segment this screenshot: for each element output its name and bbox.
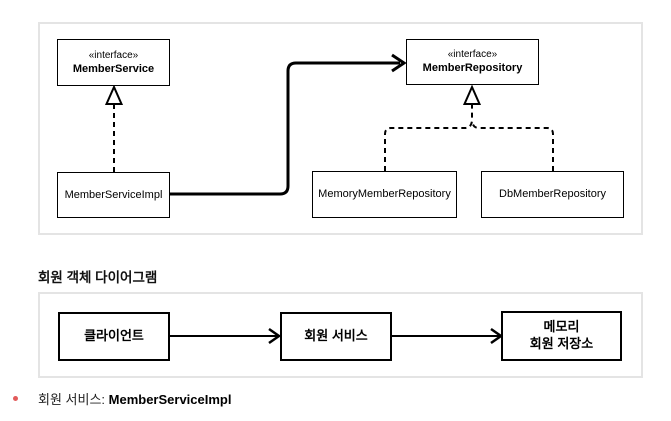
class-name: MemberServiceImpl: [64, 188, 163, 201]
class-name: MemoryMemberRepository: [318, 188, 451, 201]
bullet-text: 회원 서비스: MemberServiceImpl: [38, 389, 231, 408]
bullet-icon: [13, 396, 18, 401]
class-box-member-service-impl: MemberServiceImpl: [57, 172, 170, 218]
node-box-client: 클라이언트: [58, 312, 170, 361]
realization-arrow-memberservice: [104, 84, 124, 172]
arrow-client-to-service: [170, 327, 282, 345]
section-heading: 회원 객체 다이어그램: [38, 270, 158, 285]
class-name: MemberService: [72, 62, 155, 75]
node-label-line2: 회원 저장소: [529, 336, 594, 351]
node-label: 회원 서비스: [304, 328, 368, 344]
class-box-db-member-repository: DbMemberRepository: [481, 171, 624, 218]
realization-arrows-repositories: [384, 84, 554, 171]
arrow-service-to-store: [392, 327, 504, 345]
node-box-memory-store: 메모리 회원 저장소: [501, 311, 622, 361]
dependency-arrow-memberrepository: [170, 53, 407, 196]
stereotype-label: «interface»: [88, 49, 139, 61]
stereotype-label: «interface»: [447, 49, 498, 61]
node-label: 클라이언트: [84, 328, 144, 344]
class-box-memory-member-repository: MemoryMemberRepository: [312, 171, 457, 218]
class-box-member-repository: «interface» MemberRepository: [406, 39, 539, 85]
class-name: DbMemberRepository: [499, 188, 606, 201]
class-name: MemberRepository: [422, 62, 523, 75]
bullet-value: MemberServiceImpl: [108, 392, 232, 407]
node-label-line1: 메모리: [543, 319, 580, 335]
bullet-note: 회원 서비스: MemberServiceImpl: [13, 389, 231, 408]
node-box-member-service: 회원 서비스: [280, 312, 392, 361]
class-box-member-service: «interface» MemberService: [57, 39, 170, 86]
bullet-label: 회원 서비스:: [38, 392, 109, 407]
